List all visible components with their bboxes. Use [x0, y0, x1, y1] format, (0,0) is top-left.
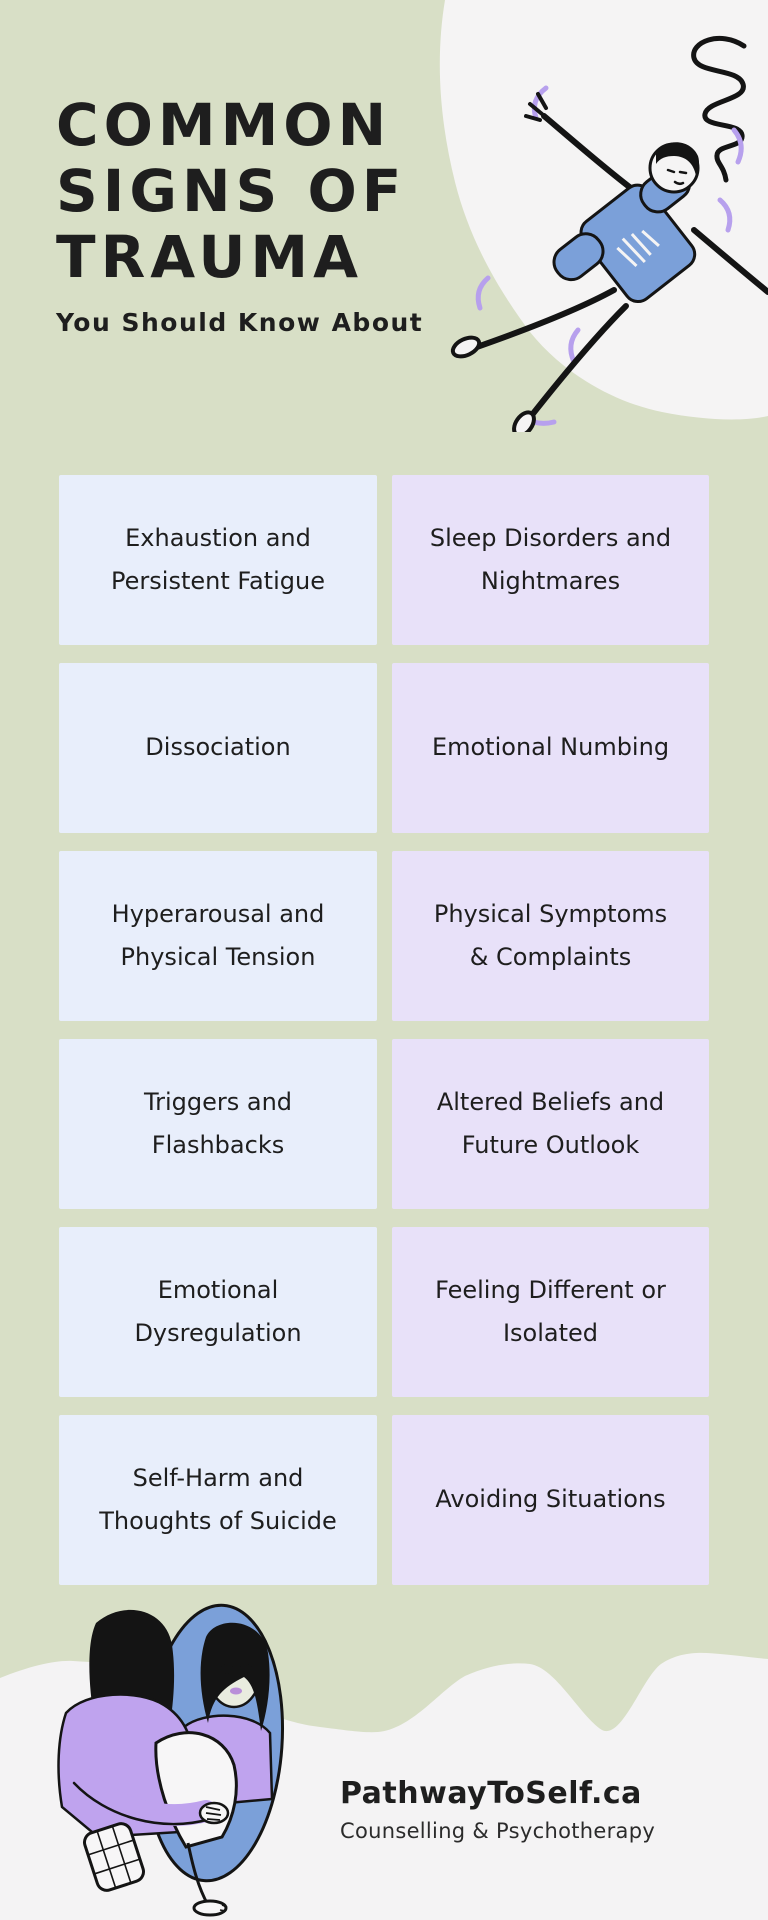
- sign-card-label: Emotional Dysregulation: [134, 1275, 302, 1347]
- title-line: COMMON: [56, 91, 392, 159]
- sign-card-label: Hyperarousal and Physical Tension: [111, 899, 325, 971]
- sign-card-label: Physical Symptoms & Complaints: [433, 899, 668, 971]
- sign-card: Emotional Dysregulation: [59, 1227, 377, 1397]
- woman-arm-outline: [72, 1781, 212, 1826]
- person-arms: [541, 113, 768, 295]
- woman-toes: [219, 1904, 228, 1912]
- person-foot: [512, 410, 536, 432]
- signs-grid: Exhaustion and Persistent Fatigue Sleep …: [59, 475, 709, 1585]
- person-lying-illustration: [439, 0, 768, 432]
- woman-hand: [198, 1801, 230, 1825]
- footer: PathwayToSelf.ca Counselling & Psychothe…: [340, 1776, 655, 1843]
- sign-card: Hyperarousal and Physical Tension: [59, 851, 377, 1021]
- sign-card-label: Altered Beliefs and Future Outlook: [436, 1087, 665, 1159]
- header: COMMON SIGNS OF TRAUMA You Should Know A…: [56, 92, 456, 337]
- person-face: [666, 168, 688, 186]
- brand-name: PathwayToSelf.ca: [340, 1776, 642, 1811]
- sign-card: Self-Harm and Thoughts of Suicide: [59, 1415, 377, 1585]
- person-foot: [450, 335, 482, 359]
- sign-card-label: Dissociation: [145, 733, 291, 762]
- woman-plaid-pants: [83, 1822, 145, 1892]
- sign-card-label: Avoiding Situations: [435, 1485, 666, 1514]
- sign-card: Avoiding Situations: [392, 1415, 709, 1585]
- motion-arcs: [475, 85, 744, 426]
- sign-card: Emotional Numbing: [392, 663, 709, 833]
- page-subtitle: You Should Know About: [56, 308, 424, 337]
- reflection-hair: [200, 1622, 270, 1731]
- sign-card: Feeling Different or Isolated: [392, 1227, 709, 1397]
- sign-card-label: Sleep Disorders and Nightmares: [429, 523, 672, 595]
- sign-card: Altered Beliefs and Future Outlook: [392, 1039, 709, 1209]
- sign-card-label: Exhaustion and Persistent Fatigue: [111, 523, 325, 595]
- sign-card-label: Triggers and Flashbacks: [143, 1087, 293, 1159]
- sign-card: Dissociation: [59, 663, 377, 833]
- person-legs: [471, 287, 629, 423]
- sign-card: Triggers and Flashbacks: [59, 1039, 377, 1209]
- page-title: COMMON SIGNS OF TRAUMA: [56, 92, 456, 290]
- spiral-doodle-icon: [691, 35, 747, 183]
- brand-tagline: Counselling & Psychotherapy: [340, 1819, 656, 1843]
- sign-card: Sleep Disorders and Nightmares: [392, 475, 709, 645]
- person-hair: [656, 142, 700, 176]
- title-line: SIGNS OF: [56, 157, 407, 225]
- woman-arm: [67, 1762, 217, 1826]
- reflection-sad-face: [221, 1663, 252, 1695]
- person-hand: [524, 92, 548, 122]
- sign-card-label: Feeling Different or Isolated: [435, 1275, 666, 1347]
- woman-foot: [192, 1899, 228, 1917]
- title-line: TRAUMA: [56, 223, 364, 291]
- woman-mirror-illustration: [57, 1603, 285, 1917]
- sign-card-label: Emotional Numbing: [431, 733, 670, 762]
- sign-card: Physical Symptoms & Complaints: [392, 851, 709, 1021]
- sign-card: Exhaustion and Persistent Fatigue: [59, 475, 377, 645]
- sign-card-label: Self-Harm and Thoughts of Suicide: [99, 1463, 337, 1535]
